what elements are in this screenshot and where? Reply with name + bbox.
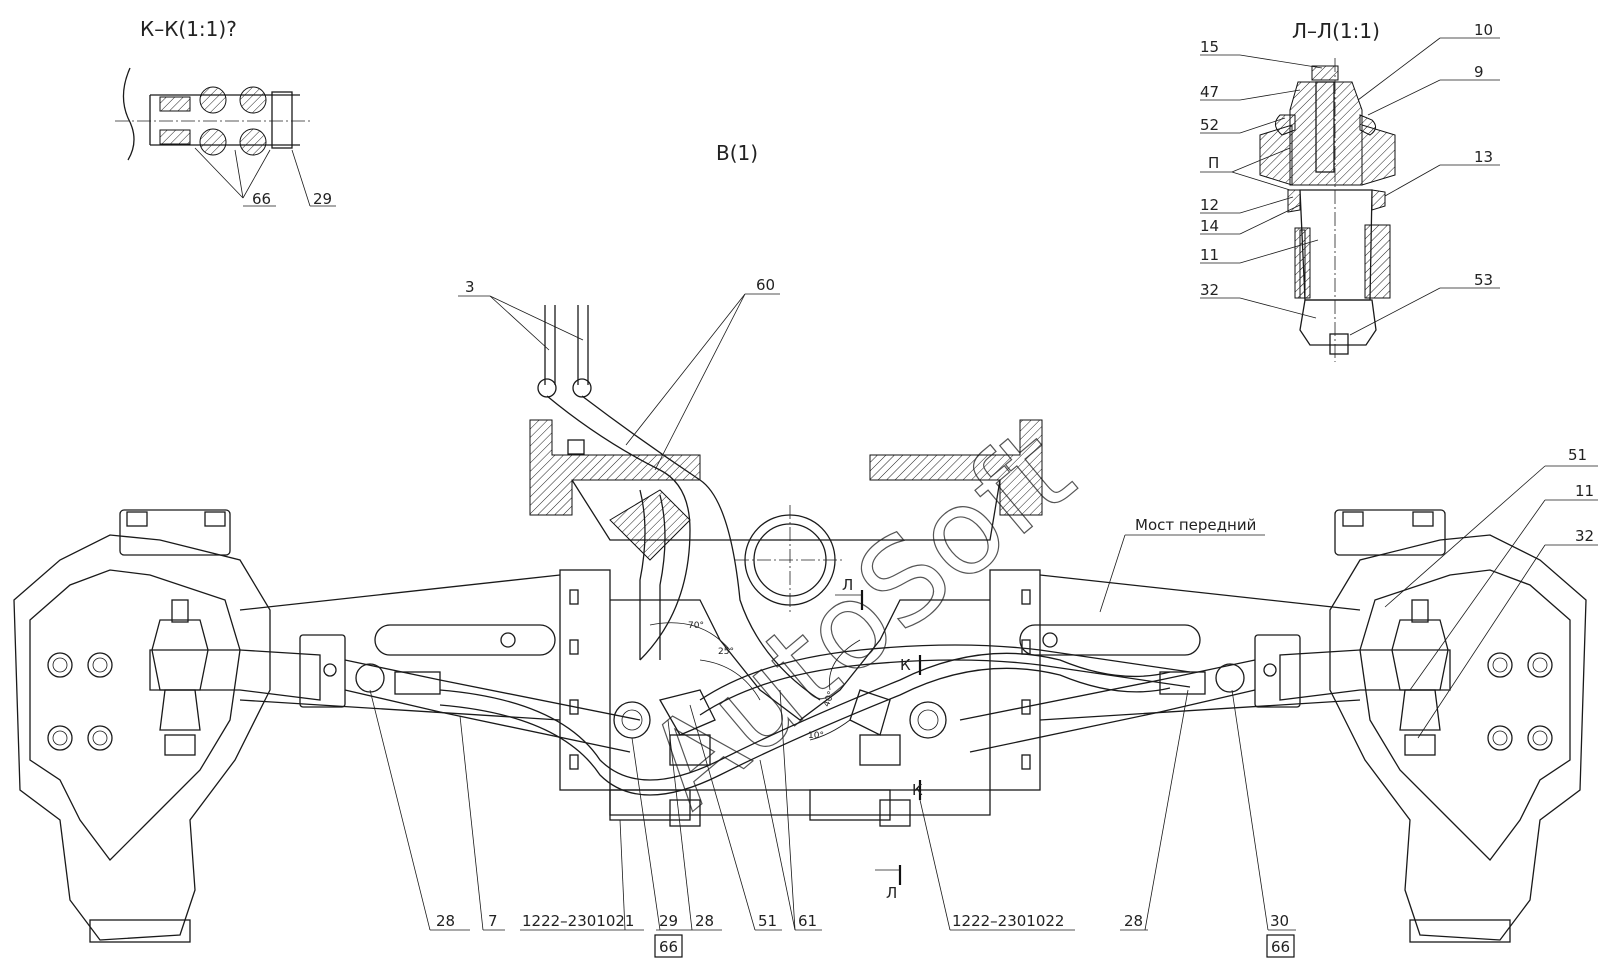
label-10: 10: [1474, 21, 1493, 39]
label-66-k: 66: [252, 190, 271, 208]
label-51-right: 51: [1568, 446, 1587, 464]
label-28-b: 28: [695, 912, 714, 930]
leaders-bottom: 28 7 1222–2301021 29 66 28 51 61 1222–23…: [369, 689, 1296, 958]
leaders-top: 3 60: [458, 276, 780, 471]
label-11: 11: [1200, 246, 1219, 264]
view-b-title: В(1): [716, 141, 758, 165]
leaders-right: 51 11 32: [1384, 446, 1598, 739]
cut-l-bottom: Л: [886, 884, 897, 902]
label-30: 30: [1270, 912, 1289, 930]
steering-linkage: [149, 599, 1451, 827]
cut-k-bottom: К: [912, 781, 923, 799]
section-k-title: К–К(1:1)?: [140, 17, 237, 41]
cut-marks: Л Л К К: [835, 576, 923, 902]
label-29-bottom: 29: [659, 912, 678, 930]
front-axle-body: [13, 505, 1587, 943]
label-28-a: 28: [436, 912, 455, 930]
label-60: 60: [756, 276, 775, 294]
label-66-a: 66: [659, 938, 678, 956]
section-l-l: Л–Л(1:1) 15 47 52 П 12: [1200, 19, 1500, 362]
label-9: 9: [1474, 63, 1484, 81]
angle-25: 25°: [718, 647, 734, 657]
label-32: 32: [1200, 281, 1219, 299]
angle-70: 70°: [688, 621, 704, 631]
label-14: 14: [1200, 217, 1219, 235]
section-l-title: Л–Л(1:1): [1292, 19, 1380, 43]
label-p: П: [1208, 154, 1219, 172]
label-7: 7: [488, 912, 498, 930]
angle-10: 10°: [808, 731, 824, 741]
cut-k-top: К: [900, 656, 911, 674]
label-3: 3: [465, 278, 475, 296]
front-axle-label: Мост передний: [1135, 516, 1256, 534]
section-k-k: К–К(1:1)? 66 29: [115, 17, 336, 208]
label-15: 15: [1200, 38, 1219, 56]
label-13: 13: [1474, 148, 1493, 166]
label-47: 47: [1200, 83, 1219, 101]
label-53: 53: [1474, 271, 1493, 289]
label-52: 52: [1200, 116, 1219, 134]
label-1222-2301021: 1222–2301021: [522, 912, 634, 930]
label-66-b: 66: [1271, 938, 1290, 956]
label-29-k: 29: [313, 190, 332, 208]
label-11-right: 11: [1575, 482, 1594, 500]
label-51-bottom: 51: [758, 912, 777, 930]
top-bracket: [529, 305, 1043, 701]
cut-l-top: Л: [842, 576, 853, 594]
label-12: 12: [1200, 196, 1219, 214]
label-61: 61: [798, 912, 817, 930]
label-32-right: 32: [1575, 527, 1594, 545]
label-28-c: 28: [1124, 912, 1143, 930]
front-axle-callout: Мост передний: [1099, 516, 1265, 613]
label-1222-2301022: 1222–2301022: [952, 912, 1064, 930]
